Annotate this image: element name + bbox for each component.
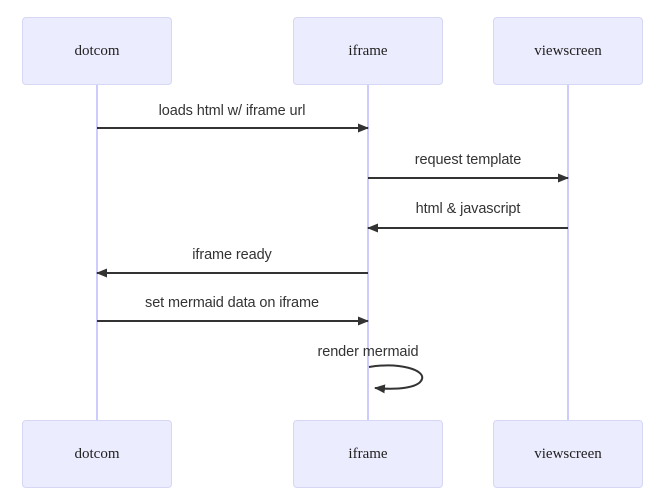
participant-label-dotcom-bottom: dotcom: [74, 445, 120, 462]
message-label-set-mermaid-data: set mermaid data on iframe: [145, 295, 319, 311]
message-label-loads-html: loads html w/ iframe url: [158, 103, 306, 119]
message-label-iframe-ready: iframe ready: [192, 247, 272, 263]
message-label-render-mermaid: render mermaid: [317, 344, 419, 360]
participant-box-dotcom-top[interactable]: dotcom: [22, 17, 172, 85]
participant-box-viewscreen-bottom[interactable]: viewscreen: [493, 420, 643, 488]
participant-box-iframe-top[interactable]: iframe: [293, 17, 443, 85]
message-label-html-javascript: html & javascript: [415, 201, 521, 217]
participant-label-dotcom-top: dotcom: [74, 42, 120, 59]
participant-label-iframe-top: iframe: [348, 42, 388, 59]
participant-label-viewscreen-bottom: viewscreen: [534, 445, 602, 462]
participant-box-viewscreen-top[interactable]: viewscreen: [493, 17, 643, 85]
participant-label-viewscreen-top: viewscreen: [534, 42, 602, 59]
message-arrows: [96, 123, 569, 394]
message-label-request-template: request template: [414, 152, 522, 168]
arrow-render-mermaid-selfloop: [368, 364, 424, 394]
participant-box-iframe-bottom[interactable]: iframe: [293, 420, 443, 488]
lifelines: [96, 85, 569, 420]
participant-label-iframe-bottom: iframe: [348, 445, 388, 462]
participant-box-dotcom-bottom[interactable]: dotcom: [22, 420, 172, 488]
